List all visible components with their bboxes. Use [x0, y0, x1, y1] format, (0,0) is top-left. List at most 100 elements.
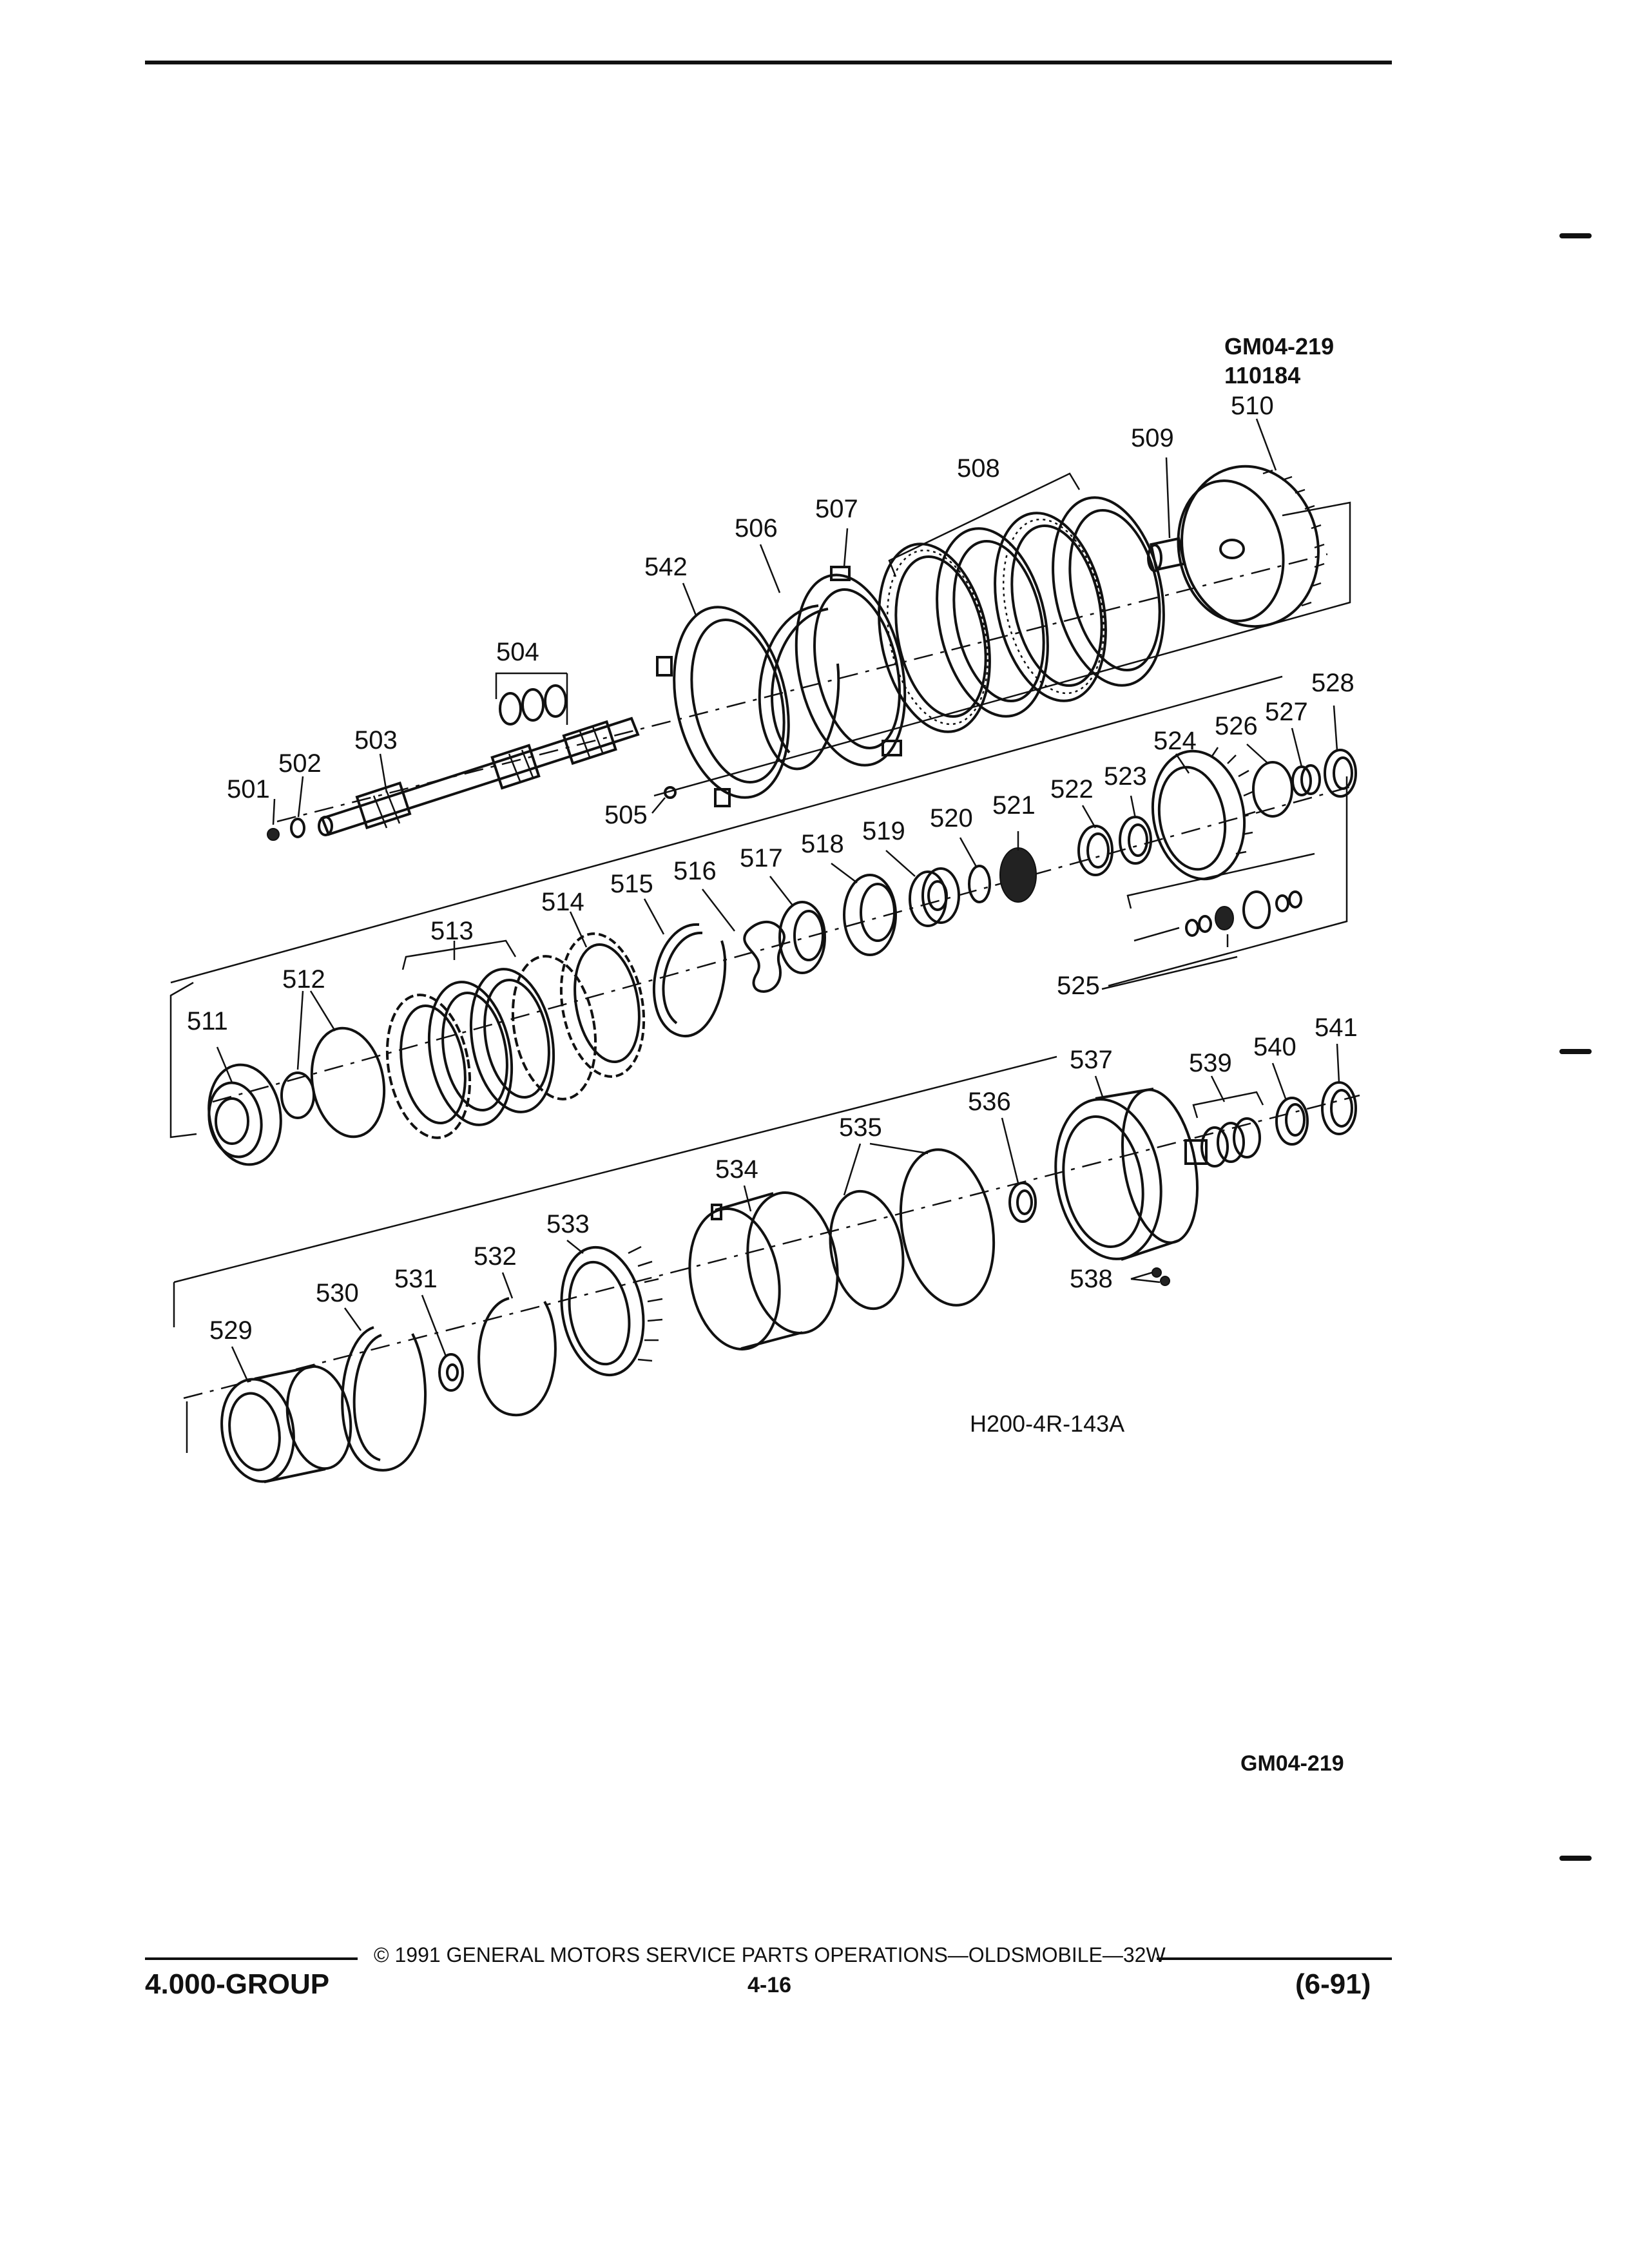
label-542: 542	[644, 553, 688, 581]
label-511: 511	[187, 1007, 228, 1035]
part-534-band	[688, 1191, 839, 1350]
part-number-labels: 501 502 503 504 505 506 507 508 509 510 …	[187, 392, 1358, 1345]
label-506: 506	[735, 514, 778, 543]
label-502: 502	[278, 749, 322, 778]
part-537-housing	[1054, 1088, 1208, 1261]
part-540-bearing	[1275, 1097, 1309, 1146]
part-539-rings	[1192, 1091, 1264, 1168]
footer-rule-left	[145, 1957, 358, 1960]
label-510: 510	[1231, 392, 1274, 420]
label-508: 508	[957, 454, 1000, 483]
ref-code-top: GM04-219	[1224, 333, 1335, 360]
part-507-plate	[795, 566, 907, 767]
label-507: 507	[815, 495, 858, 523]
label-521: 521	[992, 791, 1036, 820]
page-number: 4-16	[747, 1973, 792, 1997]
part-520-ring	[968, 865, 991, 903]
edge-mark-3	[1559, 1856, 1592, 1861]
part-523-washer	[1119, 816, 1152, 865]
edge-mark-1	[1559, 233, 1592, 238]
label-512: 512	[282, 965, 325, 994]
part-516-spring	[743, 921, 786, 993]
row1-frame	[276, 501, 1351, 823]
row3-frame	[173, 1055, 1360, 1453]
label-531: 531	[394, 1265, 438, 1293]
part-536-washer	[1008, 1182, 1037, 1223]
ref-number-top: 110184	[1224, 362, 1301, 389]
part-518-race	[843, 874, 897, 956]
part-530-snap-ring	[341, 1326, 427, 1472]
label-528: 528	[1311, 669, 1354, 697]
label-538: 538	[1070, 1265, 1113, 1293]
label-530: 530	[316, 1279, 359, 1307]
part-533-gear	[560, 1245, 663, 1377]
part-532-snap-ring	[477, 1297, 557, 1417]
label-540: 540	[1253, 1033, 1296, 1061]
part-508-clutch-plates	[878, 472, 1165, 733]
ref-code-bottom: GM04-219	[1240, 1751, 1344, 1776]
footer-rule-right	[1157, 1957, 1392, 1960]
part-506-snap-ring	[758, 604, 840, 771]
part-519-gear	[909, 867, 960, 927]
part-525-pinion-kit	[1101, 852, 1315, 990]
part-528-washer	[1324, 749, 1357, 798]
label-536: 536	[968, 1088, 1011, 1116]
part-501-screw	[267, 828, 280, 841]
label-519: 519	[862, 817, 905, 845]
part-541-washer	[1321, 1081, 1357, 1135]
label-523: 523	[1104, 762, 1147, 791]
label-533: 533	[546, 1210, 590, 1238]
label-517: 517	[740, 844, 783, 872]
footer-copyright: © 1991 GENERAL MOTORS SERVICE PARTS OPER…	[374, 1943, 1166, 1966]
part-510-drum	[1177, 465, 1325, 628]
part-513-clutch-pack	[385, 939, 597, 1139]
label-505: 505	[604, 801, 648, 829]
label-518: 518	[801, 830, 844, 858]
part-521-gear	[999, 847, 1037, 903]
label-514: 514	[541, 888, 584, 916]
label-522: 522	[1050, 775, 1094, 803]
part-502-ring	[290, 818, 305, 838]
label-535: 535	[839, 1113, 882, 1142]
part-538-bolts	[1130, 1267, 1170, 1286]
revision-date: (6-91)	[1295, 1968, 1371, 2000]
part-503-shaft	[318, 716, 640, 836]
label-520: 520	[930, 804, 973, 832]
part-511-pump-hub	[207, 1063, 282, 1166]
part-505-ball	[651, 786, 677, 814]
label-532: 532	[474, 1242, 517, 1271]
label-526: 526	[1215, 712, 1258, 740]
part-515-snap-ring	[652, 923, 727, 1037]
label-541: 541	[1315, 1014, 1358, 1042]
part-522-washer	[1077, 825, 1113, 876]
label-516: 516	[673, 857, 717, 885]
label-525: 525	[1057, 972, 1100, 1000]
label-539: 539	[1189, 1049, 1232, 1077]
part-517-bearing	[778, 901, 826, 974]
part-535-seal-rings	[829, 1148, 996, 1311]
group-label: 4.000-GROUP	[145, 1968, 330, 2000]
part-504-seal-rings	[495, 672, 568, 726]
part-514-waved-plate	[559, 932, 646, 1078]
label-503: 503	[354, 726, 398, 754]
label-504: 504	[496, 638, 539, 666]
part-531-retainer	[438, 1353, 464, 1392]
leader-lines	[216, 418, 1340, 1383]
part-527-bearing	[1291, 764, 1321, 796]
label-537: 537	[1070, 1046, 1113, 1074]
label-515: 515	[610, 870, 653, 898]
part-542-backing-plate	[656, 606, 790, 807]
edge-mark-2	[1559, 1049, 1592, 1054]
label-501: 501	[227, 775, 270, 803]
label-524: 524	[1153, 727, 1197, 755]
part-512-rings	[280, 990, 386, 1139]
part-526-ring	[1252, 761, 1293, 818]
part-529-drum	[220, 1365, 352, 1483]
label-529: 529	[209, 1316, 253, 1345]
top-rule	[145, 61, 1392, 64]
part-524-carrier	[1151, 747, 1256, 881]
label-513: 513	[430, 917, 474, 945]
drawing-id: H200-4R-143A	[970, 1410, 1125, 1437]
label-527: 527	[1265, 698, 1308, 726]
